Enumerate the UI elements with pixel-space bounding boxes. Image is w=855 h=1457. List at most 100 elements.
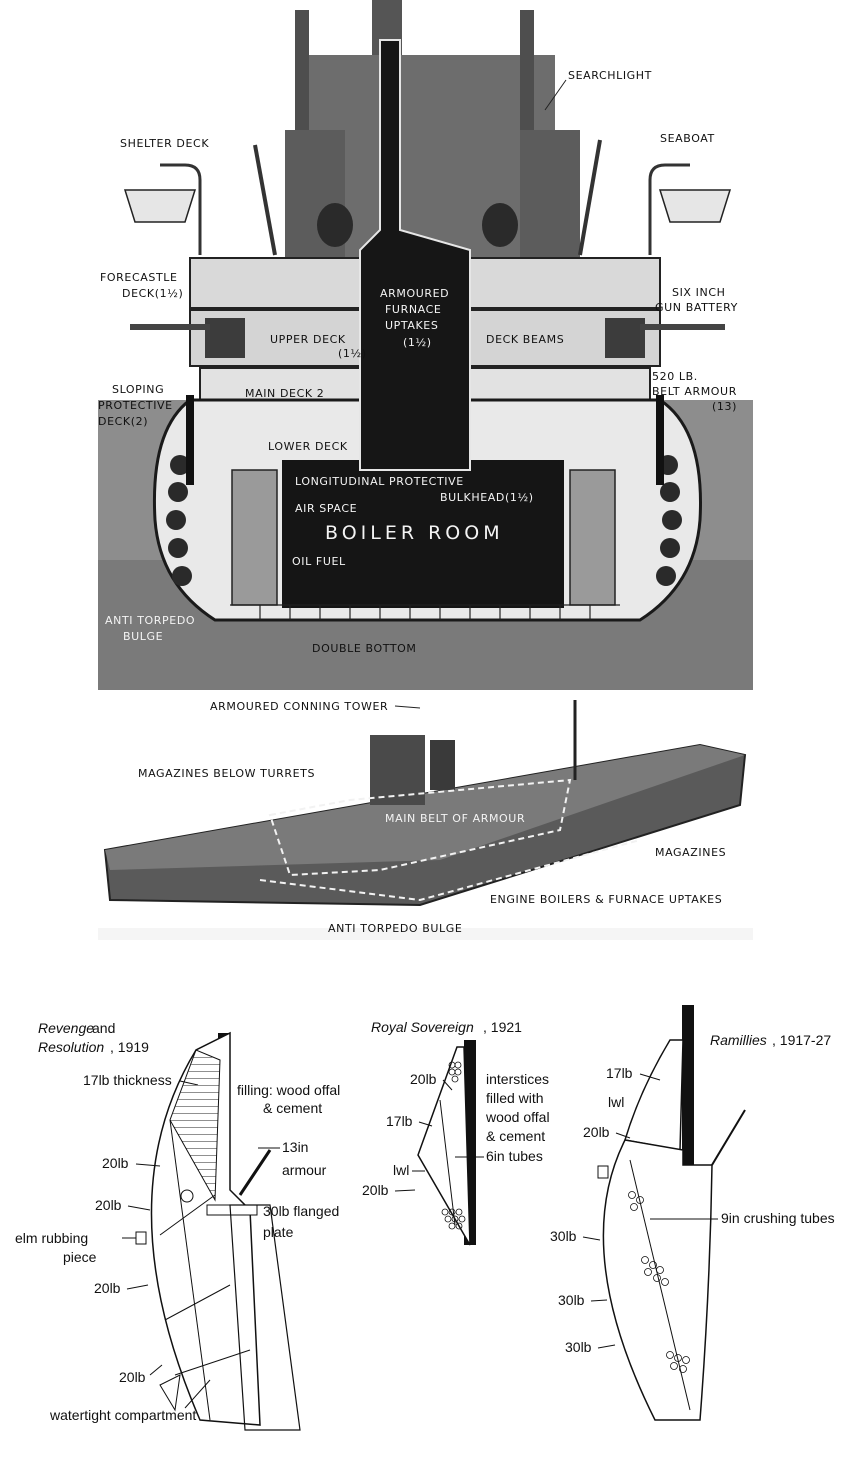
seaboat-left [123, 189, 197, 223]
label-anti-bulge-side: ANTI TORPEDO BULGE [328, 922, 462, 935]
ram-30lb-c: 30lb [565, 1339, 592, 1355]
label-sloping-2: PROTECTIVE [98, 399, 173, 412]
rs-title-a: Royal Sovereign [371, 1019, 474, 1035]
rs-interstices-1: interstices [486, 1071, 549, 1087]
revenge-elm-2: piece [63, 1249, 97, 1265]
royal-sovereign-labels: Royal Sovereign , 1921 20lb 17lb lwl 20l… [362, 1019, 550, 1198]
conning-tower [370, 735, 425, 805]
label-six-inch-1: SIX INCH [672, 286, 725, 299]
rs-title-b: , 1921 [483, 1019, 522, 1035]
rs-outline [417, 1046, 471, 1246]
ram-20lb: 20lb [583, 1124, 610, 1140]
revenge-title-c: Resolution [38, 1039, 104, 1055]
label-sloping-3: DECK(2) [98, 415, 148, 428]
ship-deck [105, 745, 745, 870]
label-longitudinal: LONGITUDINAL PROTECTIVE [295, 475, 464, 488]
revenge-20lb-d: 20lb [119, 1369, 146, 1385]
bulge-tubes-left [166, 455, 192, 586]
revenge-inner-curve [169, 1119, 211, 1421]
label-main-belt: MAIN BELT OF ARMOUR [385, 812, 525, 825]
label-air-space: AIR SPACE [295, 502, 357, 515]
ram-30lb-a: 30lb [550, 1228, 577, 1244]
side-space-left [231, 469, 278, 606]
ramillies-labels: Ramillies , 1917-27 17lb lwl 20lb 9in cr… [550, 1032, 835, 1355]
davit-right [648, 163, 690, 255]
uptake-trunk [359, 39, 471, 471]
revenge-filling-1: filling: wood offal [237, 1082, 340, 1098]
belt-armour-left [186, 395, 194, 485]
rs-inner-line [439, 1099, 456, 1226]
seaboat-right [658, 189, 732, 223]
gun-mount-left [205, 318, 245, 358]
label-engine-boilers: ENGINE BOILERS & FURNACE UPTAKES [490, 893, 722, 906]
label-uptakes-2: FURNACE [385, 303, 441, 316]
label-belt-3: (13) [712, 400, 737, 413]
revenge-armour-1: 13in [282, 1139, 308, 1155]
revenge-flanged-1: 30lb flanged [263, 1203, 339, 1219]
boiler-room [282, 460, 564, 608]
rs-lwl: lwl [393, 1162, 409, 1178]
revenge-strut-3 [174, 1349, 251, 1376]
revenge-title-b: and [92, 1020, 115, 1036]
ram-armour-plate [682, 1005, 694, 1165]
revenge-watertight: watertight compartment [49, 1407, 196, 1423]
mast-right [520, 10, 534, 130]
funnel [430, 740, 455, 790]
label-double-bottom: DOUBLE BOTTOM [312, 642, 417, 655]
revenge-elm-rubbing [135, 1231, 147, 1245]
double-bottom-cells [230, 604, 620, 620]
rs-tubes: 6in tubes [486, 1148, 543, 1164]
label-shelter-deck: SHELTER DECK [120, 137, 209, 150]
porthole-left [317, 203, 353, 247]
label-belt-1: 520 LB. [652, 370, 698, 383]
ram-inner-line [629, 1159, 691, 1411]
ram-crushing: 9in crushing tubes [721, 1210, 835, 1226]
revenge-flanged-2: plate [263, 1224, 294, 1240]
mast-left [295, 10, 309, 130]
revenge-17lb: 17lb thickness [83, 1072, 172, 1088]
ship-perspective-labels: ARMOURED CONNING TOWER MAGAZINES BELOW T… [138, 700, 726, 935]
rs-20lb: 20lb [410, 1071, 437, 1087]
ram-bulge-outline [602, 1139, 713, 1421]
label-oil-fuel: OIL FUEL [292, 555, 346, 568]
label-anti-bulge-1: ANTI TORPEDO [105, 614, 195, 627]
ram-17lb: 17lb [606, 1065, 633, 1081]
rs-interstices-3: wood offal [485, 1109, 550, 1125]
label-uptakes-3: UPTAKES [385, 319, 438, 332]
bridge-right [520, 130, 580, 260]
label-boiler-room: BOILER ROOM [325, 522, 504, 544]
revenge-strut-2 [164, 1284, 231, 1321]
revenge-20lb-c: 20lb [94, 1280, 121, 1296]
ram-rubbing [597, 1165, 609, 1179]
label-upper-deck: UPPER DECK [270, 333, 346, 346]
label-bulkhead: BULKHEAD(1½) [440, 491, 534, 504]
label-anti-bulge-2: BULGE [123, 630, 163, 643]
label-upper-deck-thk: (1½) [338, 347, 367, 360]
revenge-filling [169, 1049, 221, 1202]
rs-tubes-bottom [441, 1208, 466, 1230]
cross-section-illustration [98, 0, 753, 690]
revenge-porthole [180, 1189, 194, 1203]
gun-mount-right [605, 318, 645, 358]
revenge-armour-2: armour [282, 1162, 327, 1178]
label-belt-2: BELT ARMOUR [652, 385, 737, 398]
belt-armour-right [656, 395, 664, 485]
revenge-section-diagram [135, 1031, 301, 1431]
label-seaboat: SEABOAT [660, 132, 715, 145]
main-belt-box [268, 778, 572, 877]
label-magazines-below: MAGAZINES BELOW TURRETS [138, 767, 315, 780]
rs-tubes-top [448, 1061, 462, 1083]
revenge-elm-1: elm rubbing [15, 1230, 88, 1246]
label-uptakes-4: (1½) [403, 336, 432, 349]
revenge-filling-2: & cement [263, 1100, 322, 1116]
revenge-title-a: Revenge [38, 1020, 94, 1036]
rs-interstices-4: & cement [486, 1128, 545, 1144]
rs-interstices-2: filled with [486, 1090, 544, 1106]
derrick-right [578, 139, 602, 256]
ship-perspective-illustration [98, 700, 753, 940]
label-searchlight: SEARCHLIGHT [568, 69, 652, 82]
revenge-flanged-plate [206, 1204, 258, 1216]
cross-section-labels: SEARCHLIGHT SHELTER DECK SEABOAT FORECAS… [98, 69, 737, 655]
revenge-strut-1 [159, 1194, 216, 1236]
